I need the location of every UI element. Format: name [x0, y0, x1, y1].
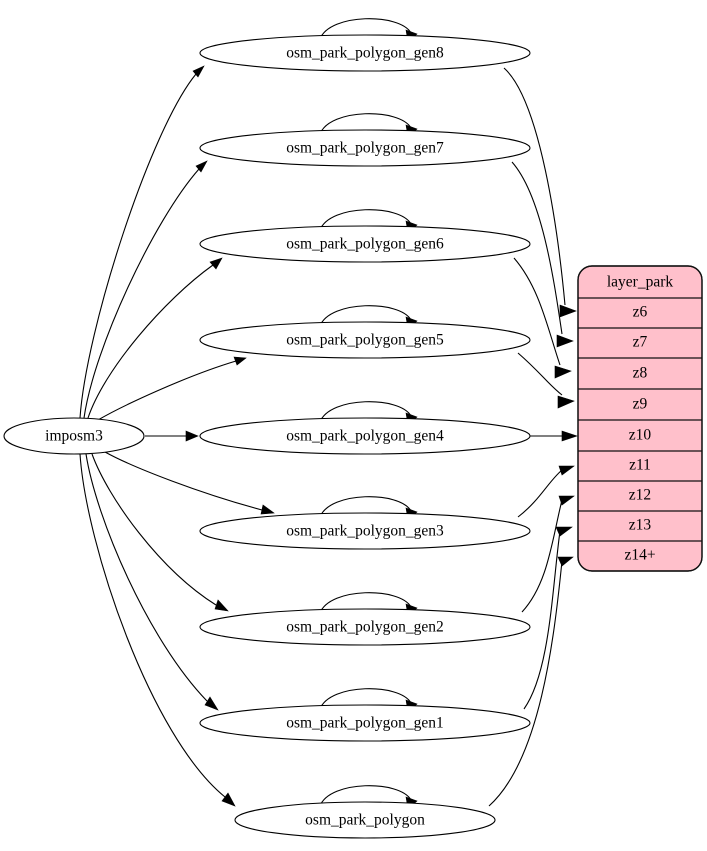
arrowhead-gen2	[214, 599, 229, 612]
arrowhead-z10	[561, 430, 578, 442]
self-loop-base	[319, 785, 412, 807]
edge-imposm3-to-gen3	[104, 451, 263, 511]
node-imposm3[interactable]: imposm3	[3, 417, 145, 455]
node-gen5[interactable]: osm_park_polygon_gen5	[199, 321, 531, 359]
self-loop-gen5	[319, 305, 412, 327]
base-label: osm_park_polygon	[305, 812, 425, 829]
arrowhead-gen3	[260, 504, 275, 515]
gen7-label: osm_park_polygon_gen7	[286, 140, 444, 157]
edge-gen6-to-z8	[513, 257, 561, 366]
table-outline	[577, 265, 703, 572]
arrowhead-gen7	[195, 160, 208, 173]
edge-imposm3-to-gen7	[83, 168, 200, 419]
edge-imposm3-to-gen2	[91, 453, 217, 606]
gen5-ellipse[interactable]	[199, 321, 531, 359]
table-row-z10[interactable]: z10	[629, 427, 652, 444]
node-gen3[interactable]: osm_park_polygon_gen3	[199, 512, 531, 550]
table-row-z8[interactable]: z8	[633, 365, 648, 382]
gen3-label: osm_park_polygon_gen3	[286, 523, 444, 540]
gen6-ellipse[interactable]	[199, 225, 531, 263]
arrowhead-gen1	[204, 696, 219, 711]
base-ellipse[interactable]	[234, 801, 496, 839]
self-loop-gen3	[319, 496, 412, 518]
edge-imposm3-to-gen6	[87, 264, 214, 419]
edge-gen1-to-z13	[523, 530, 561, 710]
arrowhead-base	[221, 792, 236, 807]
edge-gen2-to-z12	[521, 499, 563, 613]
edge-gen8-to-z6	[503, 67, 566, 306]
edge-group-nodes-to-table	[488, 67, 578, 807]
table-row-z14[interactable]: z14+	[624, 547, 655, 564]
arrowhead-gen8	[192, 65, 205, 78]
self-loop-gen4	[319, 401, 412, 423]
table-row-z7[interactable]: z7	[633, 334, 648, 351]
arrowhead-z9	[557, 395, 575, 409]
arrowhead-z13	[555, 526, 573, 537]
table-header-label: layer_park	[607, 274, 674, 291]
edge-group-source-to-nodes	[79, 65, 275, 807]
arrowhead-z7	[556, 334, 574, 348]
arrowhead-z8	[554, 365, 572, 379]
node-gen7[interactable]: osm_park_polygon_gen7	[199, 129, 531, 167]
arrowhead-gen5	[233, 356, 247, 366]
table-row-z6[interactable]: z6	[633, 304, 648, 321]
edge-gen5-to-z9	[517, 352, 563, 396]
gen7-ellipse[interactable]	[199, 129, 531, 167]
gen3-ellipse[interactable]	[199, 512, 531, 550]
node-gen2[interactable]: osm_park_polygon_gen2	[199, 608, 531, 646]
edge-imposm3-to-gen5	[97, 360, 237, 421]
imposm3-ellipse[interactable]	[3, 417, 145, 455]
arrowhead-z11	[558, 465, 575, 476]
node-gen1[interactable]: osm_park_polygon_gen1	[199, 704, 531, 742]
arrowhead-z12	[558, 495, 575, 506]
gen8-label: osm_park_polygon_gen8	[286, 45, 444, 62]
gen5-label: osm_park_polygon_gen5	[286, 332, 444, 349]
node-gen6[interactable]: osm_park_polygon_gen6	[199, 225, 531, 263]
node-gen4[interactable]: osm_park_polygon_gen4	[199, 417, 531, 455]
edge-gen7-to-z7	[511, 161, 563, 335]
self-loop-gen6	[319, 209, 412, 231]
gen2-label: osm_park_polygon_gen2	[286, 619, 444, 636]
self-loop-gen7	[319, 113, 412, 135]
arrowhead-z6	[559, 304, 577, 318]
edge-imposm3-to-gen8	[79, 73, 197, 419]
table-row-z11[interactable]: z11	[629, 457, 651, 474]
arrowhead-gen6	[209, 257, 223, 270]
table-row-z12[interactable]: z12	[629, 487, 651, 504]
node-gen8[interactable]: osm_park_polygon_gen8	[199, 34, 531, 72]
table-row-z13[interactable]: z13	[629, 517, 652, 534]
edge-imposm3-to-gen1	[85, 453, 208, 702]
edge-base-to-z14	[488, 560, 563, 807]
arrowhead-gen4	[185, 430, 199, 442]
edge-imposm3-to-base	[79, 453, 226, 798]
gen1-ellipse[interactable]	[199, 704, 531, 742]
imposm3-label: imposm3	[45, 428, 103, 445]
node-osm-park-polygon[interactable]: osm_park_polygon	[234, 801, 496, 839]
gen1-label: osm_park_polygon_gen1	[286, 715, 444, 732]
arrowhead-z14	[557, 556, 574, 567]
self-loop-gen1	[319, 688, 412, 710]
table-row-z9[interactable]: z9	[633, 396, 648, 413]
gen2-ellipse[interactable]	[199, 608, 531, 646]
gen8-ellipse[interactable]	[199, 34, 531, 72]
self-loop-gen8	[319, 18, 412, 40]
gen4-label: osm_park_polygon_gen4	[286, 428, 444, 445]
gen4-ellipse[interactable]	[199, 417, 531, 455]
layer-park-table[interactable]: layer_park z6 z7 z8 z9 z10 z11 z12 z13 z…	[577, 265, 703, 572]
edge-gen3-to-z11	[517, 469, 563, 518]
gen6-label: osm_park_polygon_gen6	[286, 236, 444, 253]
self-loop-gen2	[319, 592, 412, 614]
